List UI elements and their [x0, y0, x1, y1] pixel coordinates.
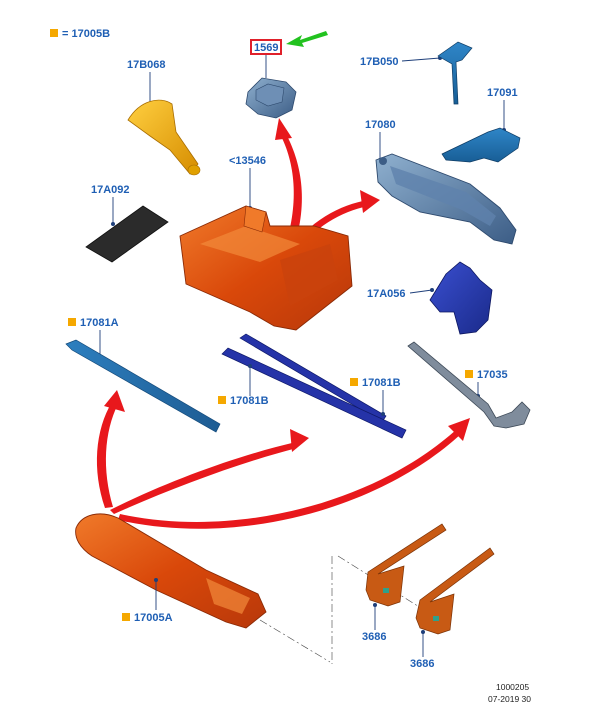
red-arrowhead-bracket [275, 118, 292, 140]
callout-17081A[interactable]: 17081A [80, 317, 119, 329]
part-17B068[interactable]: 17B068 [127, 59, 201, 176]
cone-17B068 [127, 99, 199, 175]
callout-17080[interactable]: 17080 [365, 119, 396, 131]
callout-17B068[interactable]: 17B068 [127, 59, 166, 71]
mat-17A092 [85, 205, 169, 263]
callout-3686-right[interactable]: 3686 [410, 658, 434, 670]
strap-3686-right [415, 547, 495, 635]
footer-code: 1000205 [496, 682, 529, 692]
red-arrowhead-rod-b [290, 429, 309, 452]
base-17A056 [429, 261, 493, 335]
part-17005A[interactable]: 17005A [75, 513, 331, 663]
part-17A092[interactable]: 17A092 [85, 184, 169, 263]
bracket-17091 [441, 127, 521, 163]
diagram-footer: 1000205 07-2019 30 [488, 682, 531, 704]
callout-17081B-right[interactable]: 17081B [362, 377, 401, 389]
marker-17081B-1-icon [218, 396, 226, 404]
part-17091[interactable]: 17091 [441, 87, 521, 163]
callout-17081B-left[interactable]: 17081B [230, 395, 269, 407]
callout-1569[interactable]: 1569 [254, 42, 278, 54]
part-1569[interactable]: 1569 [245, 31, 328, 119]
red-arrowhead-jack [360, 190, 380, 213]
rod-17081A [65, 339, 221, 433]
marker-17081B-2-icon [350, 378, 358, 386]
callout-17A092[interactable]: 17A092 [91, 184, 130, 196]
rod-17081B-lower [221, 347, 407, 439]
marker-17005A-icon [122, 613, 130, 621]
part-17B050[interactable]: 17B050 [360, 41, 473, 105]
part-17081B[interactable]: 17081B 17081B [218, 333, 407, 439]
part-17081A[interactable]: 17081A [65, 317, 221, 433]
part-17A056[interactable]: 17A056 [367, 261, 493, 335]
strap-3686-left [365, 523, 447, 607]
red-arrow-to-rod-b [110, 442, 297, 514]
callout-17A056[interactable]: 17A056 [367, 288, 406, 300]
part-17080[interactable]: 17080 [365, 119, 517, 245]
red-arrowhead-wrench [448, 418, 470, 441]
red-arrow-to-wrench [118, 428, 462, 529]
callout-17B050[interactable]: 17B050 [360, 56, 399, 68]
centerline-dashed [259, 619, 331, 663]
callout-3686-left[interactable]: 3686 [362, 631, 386, 643]
red-arrow-to-rod-a [96, 402, 118, 508]
red-arrowhead-rod-a [104, 390, 125, 412]
handle-17B050 [437, 41, 473, 105]
legend-marker-icon [50, 29, 58, 37]
wrench-17035 [407, 341, 531, 429]
part-3686[interactable]: 3686 3686 [331, 523, 495, 670]
callout-17091[interactable]: 17091 [487, 87, 518, 99]
marker-17035-icon [465, 370, 473, 378]
callout-13546[interactable]: <13546 [229, 155, 266, 167]
part-13546[interactable]: <13546 [179, 155, 353, 331]
footer-date: 07-2019 30 [488, 694, 531, 704]
rod-17081B-upper [239, 333, 387, 423]
marker-17081A-icon [68, 318, 76, 326]
green-pointer-arrow [286, 31, 328, 47]
callout-17005A[interactable]: 17005A [134, 612, 173, 624]
highlight-box [250, 39, 282, 55]
callout-17035[interactable]: 17035 [477, 369, 508, 381]
legend: = 17005B [50, 28, 110, 40]
red-arrow-to-bracket [280, 128, 302, 250]
legend-text: = 17005B [62, 28, 110, 40]
part-17035[interactable]: 17035 [407, 341, 531, 429]
